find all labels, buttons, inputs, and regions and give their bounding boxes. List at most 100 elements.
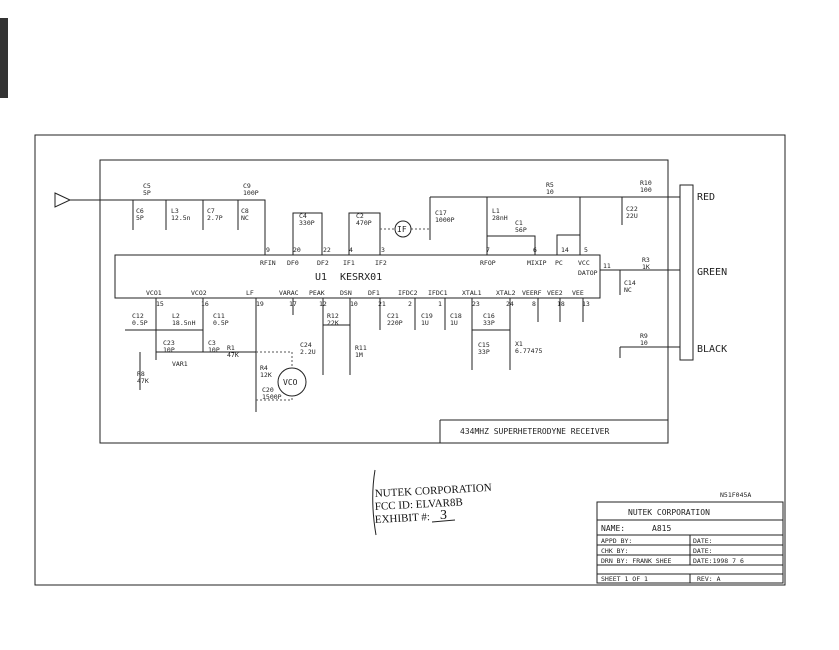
pin-name: DF1 xyxy=(368,289,380,297)
component-ref: C5 xyxy=(143,182,151,190)
component-ref: C2 xyxy=(356,212,364,220)
component-ref: C6 xyxy=(136,207,144,215)
pin-number: 24 xyxy=(506,300,514,308)
component-ref: C16 xyxy=(483,312,495,320)
component-ref: R11 xyxy=(355,344,367,352)
pin-number: 20 xyxy=(293,246,301,254)
component-value: 0.5P xyxy=(132,319,148,327)
connector xyxy=(679,184,694,361)
component-value: 100 xyxy=(640,186,652,194)
pin-number: 13 xyxy=(582,300,590,308)
pin-number: 21 xyxy=(378,300,386,308)
pin-name: RFOP xyxy=(480,259,496,267)
component-value: 10P xyxy=(163,346,175,354)
component-ref: VAR1 xyxy=(172,360,188,368)
connector-black: BLACK xyxy=(697,344,727,355)
component-value: 10 xyxy=(546,188,554,196)
component-ref: L2 xyxy=(172,312,180,320)
tb-name-label: NAME: xyxy=(601,524,625,533)
pin-name: XTAL1 xyxy=(462,289,482,297)
outer-border xyxy=(34,134,786,586)
component-value: 5P xyxy=(143,189,151,197)
pin-number: 18 xyxy=(557,300,565,308)
component-value: 1U xyxy=(450,319,458,327)
pin-name: PC xyxy=(555,259,563,267)
tb-appd-by: APPD BY: xyxy=(601,537,632,545)
component-ref: R10 xyxy=(640,179,652,187)
pin-name: DATOP xyxy=(578,269,598,277)
pin-number: 9 xyxy=(266,246,270,254)
component-value: 1K xyxy=(642,263,650,271)
tb-rev: REV: A xyxy=(697,575,721,583)
component-value: 0.5P xyxy=(213,319,229,327)
component-ref: L3 xyxy=(171,207,179,215)
component-ref: R5 xyxy=(546,181,554,189)
component-ref: C15 xyxy=(478,341,490,349)
tb-drn-by: DRN BY: FRANK SHEE xyxy=(601,557,672,565)
component-ref: R12 xyxy=(327,312,339,320)
if-block xyxy=(394,220,412,238)
pin-name: VEE2 xyxy=(547,289,563,297)
component-ref: C22 xyxy=(626,205,638,213)
pin-name: VCO1 xyxy=(146,289,162,297)
vco-block xyxy=(277,367,307,397)
stamp-exhibit-number: 3 xyxy=(440,508,447,523)
pin-number: 10 xyxy=(350,300,358,308)
component-ref: C11 xyxy=(213,312,225,320)
pin-number: 15 xyxy=(156,300,164,308)
pin-name: VCC xyxy=(578,259,590,267)
component-ref: C12 xyxy=(132,312,144,320)
component-ref: L1 xyxy=(492,207,500,215)
pin-name: DSN xyxy=(340,289,352,297)
component-value: 33P xyxy=(483,319,495,327)
ic-pins: RFIN9DF020DF222IF14IF23RFOP7MIXIP6PC14VC… xyxy=(146,246,611,308)
component-value: 1500P xyxy=(262,393,282,401)
component-ref: C1 xyxy=(515,219,523,227)
pin-name: XTAL2 xyxy=(496,289,516,297)
pin-number: 16 xyxy=(201,300,209,308)
title-block xyxy=(596,501,784,584)
component-ref: C24 xyxy=(300,341,312,349)
component-value: 470P xyxy=(356,219,372,227)
pin-number: 23 xyxy=(472,300,480,308)
pin-name: VARAC xyxy=(279,289,299,297)
component-value: 10 xyxy=(640,339,648,347)
component-value: NC xyxy=(241,214,249,222)
wires xyxy=(54,192,680,412)
component-ref: C7 xyxy=(207,207,215,215)
pin-number: 1 xyxy=(438,300,442,308)
pin-number: 6 xyxy=(533,246,537,254)
component-ref: C8 xyxy=(241,207,249,215)
pin-name: IF1 xyxy=(343,259,355,267)
pin-number: 11 xyxy=(603,262,611,270)
ic-name: KESRX01 xyxy=(340,272,382,283)
component-value: 5P xyxy=(136,214,144,222)
drawing-code: N51F045A xyxy=(720,491,751,499)
pin-number: 8 xyxy=(532,300,536,308)
tb-sheet: SHEET 1 OF 1 xyxy=(601,575,648,583)
component-ref: R4 xyxy=(260,364,268,372)
pin-number: 14 xyxy=(561,246,569,254)
stamp-exhibit-label: EXHIBIT #: xyxy=(375,511,431,526)
component-value: 100P xyxy=(243,189,259,197)
scan-edge-mark xyxy=(0,18,8,98)
tb-chk-date: DATE: xyxy=(693,547,713,555)
if-label: IF xyxy=(397,225,407,234)
component-value: NC xyxy=(624,286,632,294)
pin-name: PEAK xyxy=(309,289,325,297)
pin-number: 3 xyxy=(381,246,385,254)
component-value: 1000P xyxy=(435,216,455,224)
component-value: 33P xyxy=(478,348,490,356)
component-value: 2.2U xyxy=(300,348,316,356)
component-value: 47K xyxy=(227,351,239,359)
pin-number: 22 xyxy=(323,246,331,254)
connector-green: GREEN xyxy=(697,267,727,278)
component-ref: R3 xyxy=(642,256,650,264)
component-value: 18.5nH xyxy=(172,319,196,327)
pin-number: 5 xyxy=(584,246,588,254)
component-ref: C19 xyxy=(421,312,433,320)
component-value: 6.77475 xyxy=(515,347,542,355)
ic-u1 xyxy=(114,254,601,299)
component-ref: R8 xyxy=(137,370,145,378)
